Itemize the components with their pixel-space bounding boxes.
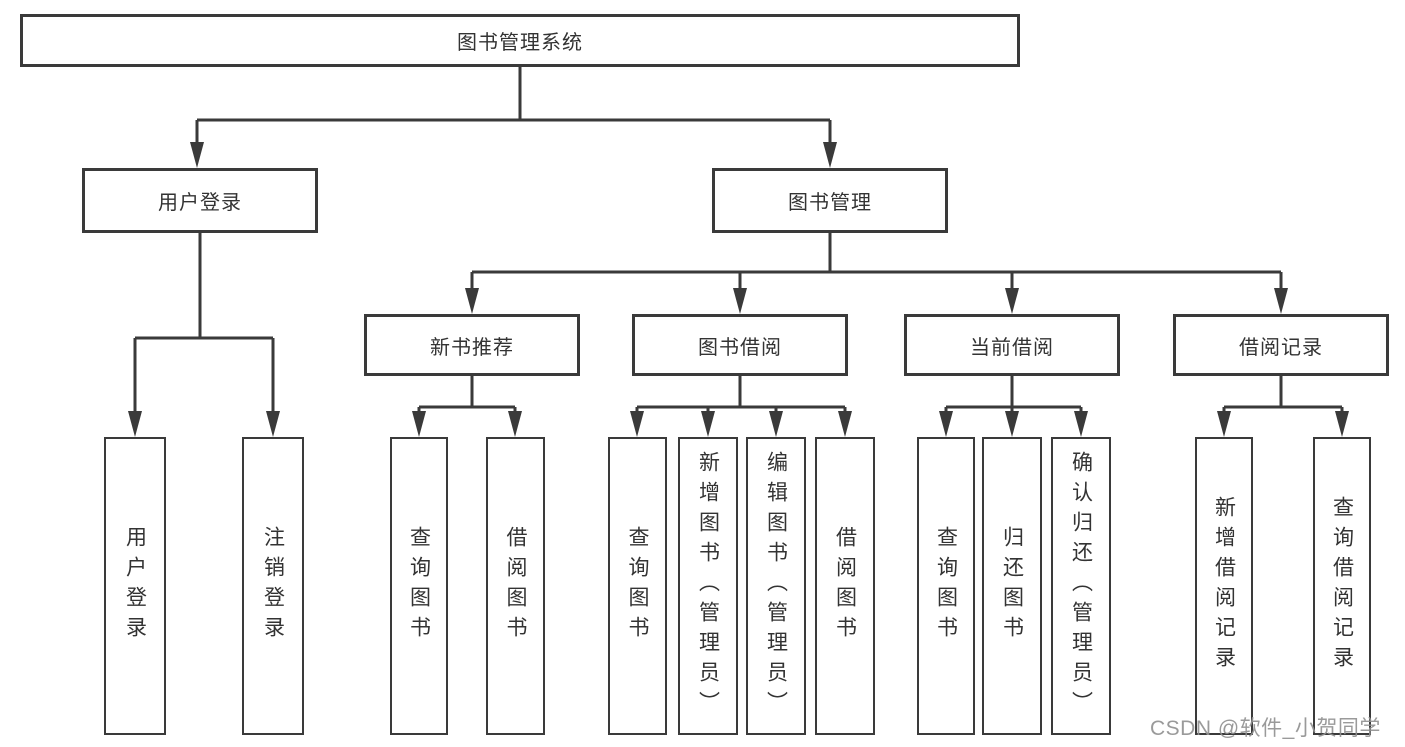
leaf-user-login: 用户登录 (104, 437, 166, 735)
node-label: 归还图书 (1000, 526, 1024, 646)
node-label: 确认归还（管理员） (1069, 451, 1093, 721)
node-label: 查询图书 (934, 526, 958, 646)
leaf-add-borrow-record: 新增借阅记录 (1195, 437, 1253, 735)
node-label: 查询图书 (626, 526, 649, 646)
node-label: 用户登录 (158, 192, 242, 214)
leaf-borrow-book-2: 借阅图书 (815, 437, 875, 735)
node-label: 注销登录 (261, 526, 285, 646)
leaf-query-borrow-record: 查询借阅记录 (1313, 437, 1371, 735)
leaf-borrow-book-1: 借阅图书 (486, 437, 545, 735)
node-label: 查询图书 (407, 526, 431, 646)
leaf-query-book-2: 查询图书 (608, 437, 667, 735)
leaf-return-book: 归还图书 (982, 437, 1042, 735)
csdn-watermark: CSDN @软件_小贺同学 (1150, 717, 1381, 740)
node-label: 借阅记录 (1239, 336, 1323, 359)
node-book-management: 图书管理 (712, 168, 948, 233)
node-borrow-record: 借阅记录 (1173, 314, 1389, 376)
node-label: 新增图书（管理员） (696, 451, 720, 721)
node-user-login: 用户登录 (82, 168, 318, 233)
node-label: 借阅图书 (833, 526, 857, 646)
leaf-edit-book-admin: 编辑图书（管理员） (746, 437, 806, 735)
node-label: 新书推荐 (430, 336, 514, 359)
node-label: 图书管理 (788, 192, 872, 214)
leaf-query-book-3: 查询图书 (917, 437, 975, 735)
node-label: 新增借阅记录 (1212, 496, 1236, 676)
node-new-book-recommend: 新书推荐 (364, 314, 580, 376)
node-label: 用户登录 (123, 526, 147, 646)
leaf-logout: 注销登录 (242, 437, 304, 735)
node-label: 借阅图书 (504, 526, 527, 646)
leaf-confirm-return-admin: 确认归还（管理员） (1051, 437, 1111, 735)
leaf-add-book-admin: 新增图书（管理员） (678, 437, 738, 735)
node-book-borrow: 图书借阅 (632, 314, 848, 376)
node-label: 图书管理系统 (457, 32, 583, 54)
arrowheads (128, 142, 1349, 437)
node-label: 查询借阅记录 (1330, 496, 1354, 676)
node-library-management-system: 图书管理系统 (20, 14, 1020, 67)
node-label: 当前借阅 (970, 336, 1054, 359)
node-label: 编辑图书（管理员） (764, 451, 788, 721)
node-current-borrow: 当前借阅 (904, 314, 1120, 376)
leaf-query-book-1: 查询图书 (390, 437, 448, 735)
node-label: 图书借阅 (698, 336, 782, 359)
